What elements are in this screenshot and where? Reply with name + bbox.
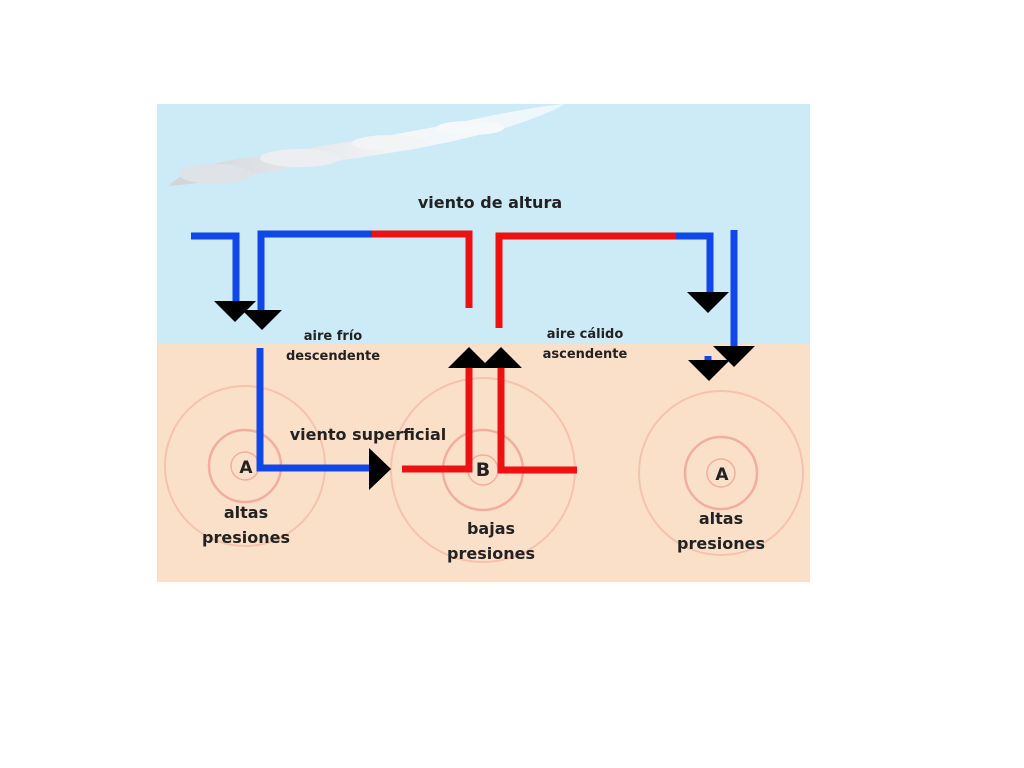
pressure-symbol-right: A: [715, 465, 729, 485]
pressure-label-right-line1: altas: [699, 509, 743, 528]
triangle-arrow-icon: [480, 347, 522, 368]
pressure-rings-right: [638, 390, 804, 556]
cold-air-label-line2: descendente: [286, 349, 380, 364]
arrowheads: [214, 292, 755, 490]
triangle-arrow-icon: [214, 301, 256, 322]
triangle-arrow-icon: [713, 346, 755, 367]
triangle-arrow-icon: [242, 310, 282, 330]
triangle-arrow-icon: [369, 448, 391, 490]
cold-air-descent-outer: [191, 232, 240, 304]
upper-wind-label: viento de altura: [418, 193, 562, 212]
warm-air-flow: [372, 230, 676, 474]
warm-air-label-line1: aire cálido: [547, 327, 624, 342]
triangle-arrow-icon: [448, 347, 490, 368]
warm-air-label-line2: ascendente: [543, 347, 628, 362]
cold-air-label-line1: aire frío: [304, 329, 363, 344]
pressure-label-center-line1: bajas: [467, 519, 515, 538]
triangle-arrow-icon: [688, 360, 730, 381]
surface-wind-label: viento superficial: [290, 425, 447, 444]
pressure-label-right-line2: presiones: [677, 534, 765, 553]
cloud-icon: [168, 104, 565, 186]
pressure-symbol-center: B: [476, 459, 490, 481]
cold-air-flow: [191, 230, 738, 472]
pressure-label-center-line2: presiones: [447, 544, 535, 563]
warm-air-upper-right: [495, 232, 676, 328]
warm-air-rising-left: [402, 364, 473, 473]
warm-air-rising-right: [497, 364, 577, 474]
pressure-label-left-line2: presiones: [202, 528, 290, 547]
triangle-arrow-icon: [687, 292, 729, 313]
cold-air-descent-inner: [257, 230, 372, 314]
pressure-symbol-left: A: [239, 458, 253, 478]
cold-air-surface-flow: [256, 348, 376, 472]
pressure-label-left-line1: altas: [224, 503, 268, 522]
warm-air-upper-left: [372, 230, 473, 308]
cold-air-upper-right: [676, 232, 714, 296]
